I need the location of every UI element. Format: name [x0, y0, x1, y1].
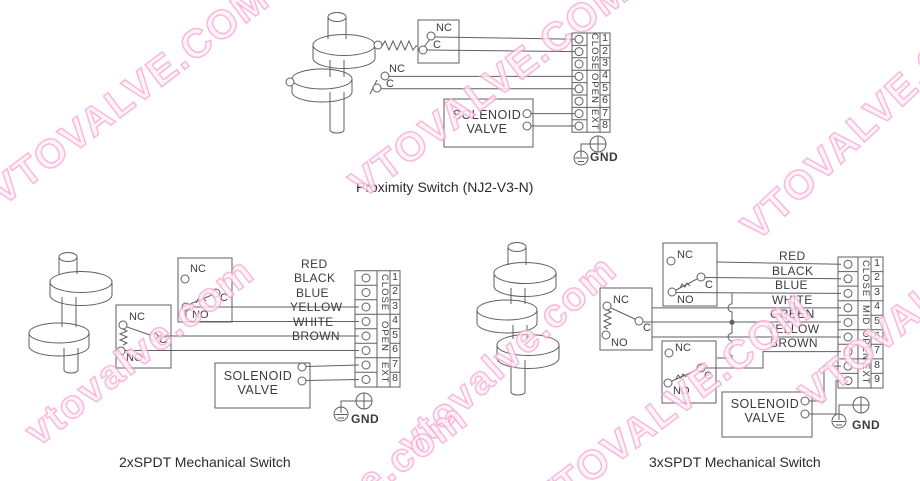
switch-c-label: C	[704, 370, 712, 382]
wire-label-white: WHITE	[293, 315, 334, 329]
terminal-number: 6	[602, 94, 608, 107]
terminal-number: 4	[602, 69, 608, 82]
switch-no-label: NO	[192, 309, 209, 321]
terminal-group-ext: EXT	[860, 362, 871, 385]
solenoid-valve-label: SOLENOID	[223, 369, 293, 383]
terminal-number: 2	[392, 285, 398, 297]
switch-no-label: NO	[673, 385, 690, 397]
terminal-group-open: OPEN	[860, 329, 871, 361]
switch-nc-label: NC	[677, 249, 693, 261]
terminal-number: 2	[874, 271, 880, 284]
gnd-label: GND	[590, 150, 619, 164]
wire-label-black: BLACK	[772, 264, 814, 278]
wire-label-red: RED	[779, 249, 806, 263]
terminal-number: 1	[392, 270, 398, 283]
terminal-number: 9	[874, 373, 880, 386]
terminal-number: 4	[392, 314, 398, 326]
switch-c-label: C	[705, 279, 713, 291]
terminal-number: 8	[392, 372, 398, 384]
diagram-title: 2xSPDT Mechanical Switch	[119, 454, 291, 470]
wire-label-black: BLACK	[294, 271, 336, 285]
switch-c-label: C	[386, 78, 394, 90]
terminal-number: 3	[874, 285, 880, 298]
terminal-group-close: CLOSE	[589, 33, 600, 71]
terminal-number: 5	[392, 328, 398, 341]
gnd-label: GND	[351, 412, 380, 426]
switch-no-label: NO	[126, 352, 143, 364]
switch-nc-label: NC	[613, 294, 629, 306]
solenoid-valve-label: SOLENOID	[452, 108, 522, 122]
diagram-title: 3xSPDT Mechanical Switch	[649, 454, 821, 470]
wire-label-yellow: YELLOW	[290, 300, 343, 314]
terminal-number: 6	[392, 343, 398, 355]
terminal-group-ext: EXT	[589, 108, 600, 131]
wire-label-green: GREEN	[770, 307, 815, 321]
terminal-number: 3	[602, 57, 608, 69]
proximity-diagram-art	[285, 12, 611, 166]
switch-c-label: C	[220, 292, 228, 304]
terminal-number: 4	[874, 300, 880, 313]
terminal-number: 7	[392, 357, 398, 370]
wire-label-yellow: YELLOW	[767, 322, 820, 336]
terminal-number: 7	[874, 344, 880, 357]
terminal-number: 8	[874, 358, 880, 371]
diagram-title: Proximity Switch (NJ2-V3-N)	[356, 179, 534, 195]
solenoid-valve-label: VALVE	[237, 383, 279, 397]
terminal-group-ext: EXT	[379, 361, 390, 383]
wire-label-brown: BROWN	[770, 336, 818, 350]
switch-no-label: NO	[677, 294, 694, 306]
switch-c-label: C	[159, 334, 167, 346]
solenoid-valve-label: VALVE	[466, 122, 508, 136]
terminal-number: 8	[602, 119, 608, 131]
terminal-number: 7	[602, 106, 608, 119]
terminal-number: 5	[874, 315, 880, 327]
terminal-number: 2	[602, 44, 608, 57]
terminal-number: 6	[874, 329, 880, 342]
wire-label-blue: BLUE	[296, 286, 329, 300]
spdt2-diagram-art	[28, 252, 401, 422]
switch-nc-label: NC	[389, 63, 405, 75]
terminal-number: 1	[602, 32, 608, 45]
switch-c-label: C	[643, 322, 651, 334]
terminal-number: 5	[602, 81, 608, 94]
switch-no-label: NO	[611, 337, 628, 349]
wire-label-red: RED	[301, 257, 328, 271]
wire-label-blue: BLUE	[775, 278, 808, 292]
terminal-number: 3	[392, 299, 398, 312]
switch-nc-label: NC	[675, 342, 691, 354]
terminal-group-open: OPEN	[379, 320, 390, 352]
terminal-group-close: CLOSE	[860, 260, 871, 298]
gnd-label: GND	[852, 418, 881, 432]
switch-nc-label: NC	[190, 263, 206, 275]
terminal-group-close: CLOSE	[379, 273, 390, 312]
terminal-number: 1	[874, 256, 880, 269]
solenoid-valve-label: SOLENOID	[730, 397, 800, 411]
terminal-group-mid: MID	[860, 305, 871, 326]
wire-label-white: WHITE	[772, 293, 813, 307]
spdt3-diagram-art	[476, 242, 884, 438]
switch-nc-label: NC	[436, 22, 452, 34]
wire-label-brown: BROWN	[292, 329, 340, 343]
switch-c-label: C	[433, 39, 441, 51]
switch-nc-label: NC	[129, 311, 145, 323]
terminal-group-open: OPEN	[589, 73, 600, 104]
solenoid-valve-label: VALVE	[744, 411, 786, 425]
